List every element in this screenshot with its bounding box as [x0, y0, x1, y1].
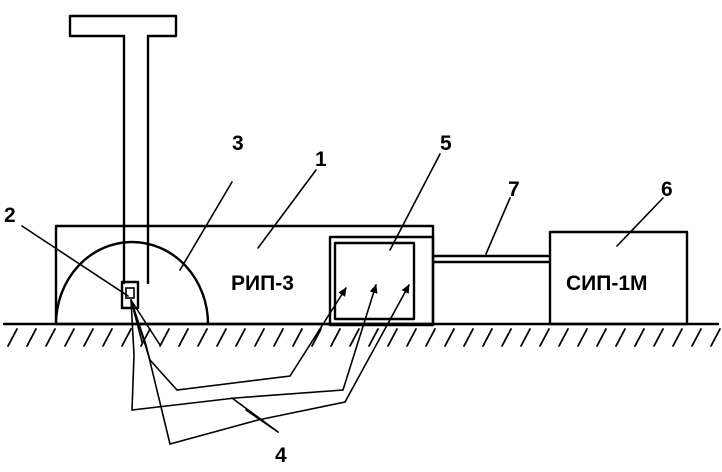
t-handle [68, 14, 178, 310]
callout-1: 1 [315, 148, 327, 171]
hatch-stroke [216, 328, 227, 347]
leader-lines [21, 153, 664, 433]
hatch-stroke [235, 328, 246, 347]
hatch-stroke [273, 328, 284, 347]
hatch-stroke [102, 328, 113, 347]
hatch-stroke [292, 328, 303, 347]
hatch-stroke [539, 328, 550, 347]
callout-6: 6 [661, 178, 673, 201]
hatch-stroke [140, 328, 151, 347]
hatch-stroke [558, 328, 569, 347]
hatch-stroke [501, 328, 512, 347]
connecting-cable [431, 254, 552, 264]
callout-4: 4 [275, 444, 287, 467]
callout-5: 5 [440, 132, 452, 155]
hatch-stroke [45, 328, 56, 347]
ground-hatching [7, 328, 721, 347]
hatch-stroke [482, 328, 493, 347]
hatch-stroke [349, 328, 360, 347]
hatch-stroke [330, 328, 341, 347]
hatch-stroke [387, 328, 398, 347]
hatch-stroke [178, 328, 189, 347]
hatch-stroke [672, 328, 683, 347]
hatch-stroke [653, 328, 664, 347]
unit-sip-box [548, 230, 689, 326]
callout-3: 3 [232, 132, 244, 155]
hatch-stroke [64, 328, 75, 347]
callout-2: 2 [4, 204, 16, 227]
label-sip: СИП-1М [566, 272, 648, 295]
hatch-stroke [710, 328, 721, 347]
hatch-stroke [577, 328, 588, 347]
hatch-stroke [615, 328, 626, 347]
hatch-stroke [159, 328, 170, 347]
hatch-stroke [691, 328, 702, 347]
hatch-stroke [634, 328, 645, 347]
hatch-stroke [596, 328, 607, 347]
callout-7: 7 [508, 178, 520, 201]
hatch-stroke [444, 328, 455, 347]
signal-paths [130, 284, 410, 445]
hatch-stroke [197, 328, 208, 347]
hatch-stroke [406, 328, 417, 347]
hatch-stroke [7, 328, 18, 347]
receiver-block [328, 235, 435, 327]
hatch-stroke [121, 328, 132, 347]
hatch-stroke [425, 328, 436, 347]
hatch-stroke [254, 328, 265, 347]
hatch-stroke [368, 328, 379, 347]
semicircle-sensor [54, 240, 210, 326]
hatch-stroke [26, 328, 37, 347]
hatch-stroke [463, 328, 474, 347]
hatch-stroke [311, 328, 322, 347]
label-rip: РИП-3 [231, 272, 294, 295]
hatch-stroke [520, 328, 531, 347]
hatch-stroke [83, 328, 94, 347]
